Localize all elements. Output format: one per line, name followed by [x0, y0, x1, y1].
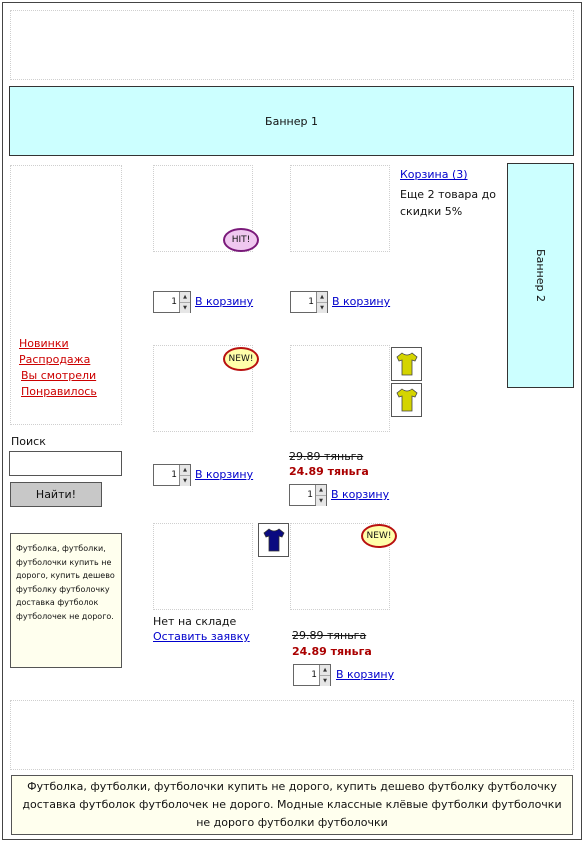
increment-arrow-icon[interactable]: ▲ [180, 465, 190, 475]
quantity-value: 1 [171, 470, 177, 480]
product-image[interactable] [153, 165, 253, 252]
quantity-stepper[interactable]: 1 ▲▼ [153, 464, 191, 486]
seo-text-bottom-content: Футболка, футболки, футболочки купить не… [22, 780, 562, 829]
color-thumb-navy[interactable] [258, 523, 289, 557]
add-to-cart-link[interactable]: В корзину [195, 468, 254, 481]
product-image[interactable] [290, 165, 390, 252]
cart-link[interactable]: Корзина (3) [400, 168, 468, 181]
left-menu-area [10, 165, 122, 425]
new-badge-label: NEW! [228, 354, 254, 364]
seo-text-bottom: Футболка, футболки, футболочки купить не… [11, 775, 573, 835]
quantity-stepper[interactable]: 1 ▲▼ [293, 664, 331, 686]
tshirt-icon [395, 388, 418, 412]
tshirt-icon [395, 352, 418, 376]
old-price: 29.89 тяньга [289, 450, 364, 463]
out-of-stock-label: Нет на складе [153, 615, 237, 628]
add-to-cart-link[interactable]: В корзину [195, 295, 254, 308]
discount-note: Еще 2 товара до скидки 5% [400, 188, 496, 218]
quantity-value: 1 [311, 670, 317, 680]
seo-text-side: Футболка, футболки, футболочки купить не… [10, 533, 122, 668]
search-button-label: Найти! [35, 488, 77, 501]
menu-item-new[interactable]: Новинки [19, 337, 69, 350]
product-image[interactable] [153, 523, 253, 610]
sale-price: 24.89 тяньга [292, 645, 372, 658]
banner-right[interactable]: Баннер 2 [507, 163, 574, 388]
hit-badge: HIT! [223, 228, 259, 252]
header-area [10, 10, 574, 80]
banner-top-label: Баннер 1 [265, 114, 318, 128]
increment-arrow-icon[interactable]: ▲ [320, 665, 330, 675]
increment-arrow-icon[interactable]: ▲ [180, 292, 190, 302]
new-badge-label: NEW! [366, 531, 392, 541]
tshirt-icon [262, 528, 285, 552]
decrement-arrow-icon[interactable]: ▼ [316, 495, 326, 506]
color-thumb-yellow[interactable] [391, 383, 422, 417]
search-input[interactable] [9, 451, 122, 476]
product-image[interactable] [290, 345, 390, 432]
increment-arrow-icon[interactable]: ▲ [317, 292, 327, 302]
banner-top[interactable]: Баннер 1 [9, 86, 574, 156]
quantity-stepper[interactable]: 1 ▲▼ [153, 291, 191, 313]
menu-item-viewed[interactable]: Вы смотрели [21, 369, 97, 382]
quantity-value: 1 [308, 297, 314, 307]
new-badge: NEW! [223, 347, 259, 371]
new-badge: NEW! [361, 524, 397, 548]
quantity-value: 1 [171, 297, 177, 307]
quantity-value: 1 [307, 490, 313, 500]
add-to-cart-link[interactable]: В корзину [332, 295, 391, 308]
quantity-stepper[interactable]: 1 ▲▼ [289, 484, 327, 506]
footer-area [10, 700, 574, 770]
sale-price: 24.89 тяньга [289, 465, 369, 478]
request-link[interactable]: Оставить заявку [153, 630, 250, 643]
search-label: Поиск [11, 435, 46, 448]
product-image[interactable] [153, 345, 253, 432]
decrement-arrow-icon[interactable]: ▼ [180, 475, 190, 486]
color-thumb-yellow[interactable] [391, 347, 422, 381]
hit-badge-label: HIT! [231, 235, 251, 245]
old-price: 29.89 тяньга [292, 629, 367, 642]
quantity-stepper[interactable]: 1 ▲▼ [290, 291, 328, 313]
decrement-arrow-icon[interactable]: ▼ [320, 675, 330, 686]
menu-item-sale[interactable]: Распродажа [19, 353, 91, 366]
add-to-cart-link[interactable]: В корзину [336, 668, 395, 681]
product-image[interactable] [290, 523, 390, 610]
increment-arrow-icon[interactable]: ▲ [316, 485, 326, 495]
decrement-arrow-icon[interactable]: ▼ [317, 302, 327, 313]
search-button[interactable]: Найти! [10, 482, 102, 507]
add-to-cart-link[interactable]: В корзину [331, 488, 390, 501]
decrement-arrow-icon[interactable]: ▼ [180, 302, 190, 313]
menu-item-liked[interactable]: Понравилось [21, 385, 97, 398]
banner-right-label: Баннер 2 [533, 249, 547, 302]
